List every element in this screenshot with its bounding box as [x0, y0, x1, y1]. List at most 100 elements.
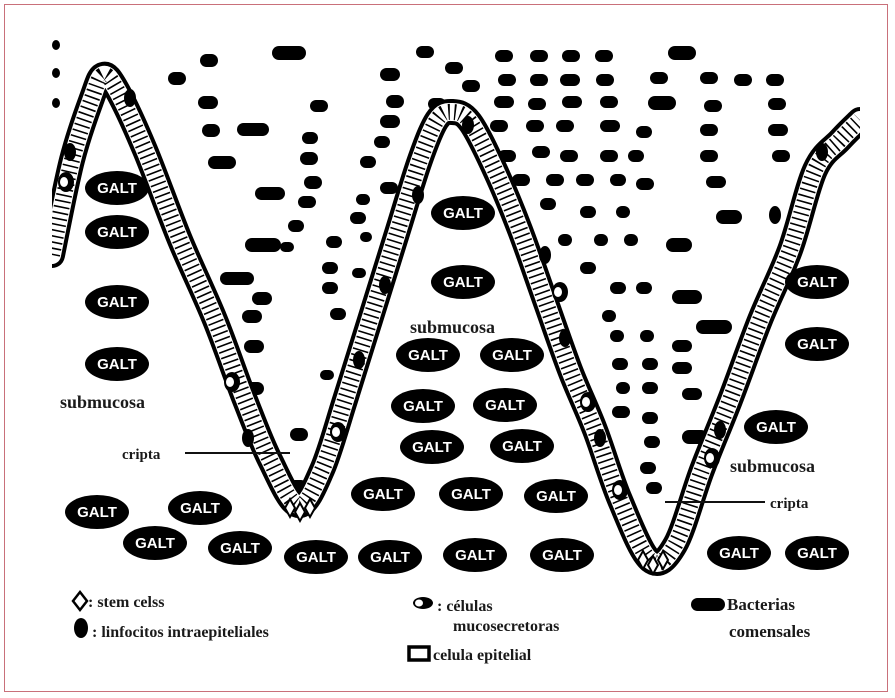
bacteria-73 [616, 206, 630, 218]
bacteria-109 [666, 238, 692, 252]
bacteria-55 [494, 96, 514, 108]
galt-node-16: GALT [65, 495, 129, 529]
bacteria-30 [320, 370, 334, 380]
bacteria-39 [350, 212, 366, 224]
bacteria-64 [532, 146, 550, 158]
epithelial-cell-legend-icon [407, 645, 431, 662]
legend-mucosecretoras-line1: : células [437, 598, 493, 615]
bacteria-90 [640, 462, 656, 474]
galt-label: GALT [485, 397, 525, 414]
bacteria-8 [237, 123, 269, 136]
legend-linfocitos: : linfocitos intraepiteliales [92, 624, 269, 641]
bacteria-42 [416, 46, 434, 58]
mucosecretory-cell-legend-icon [413, 597, 433, 609]
galt-label: GALT [451, 486, 491, 503]
galt-node-22: GALT [443, 538, 507, 572]
bacteria-29 [330, 308, 346, 320]
lymphocyte-legend-icon [74, 618, 88, 638]
legend-bacterias-line1: Bacterias [727, 595, 795, 614]
galt-node-3: GALT [85, 285, 149, 319]
galt-label: GALT [797, 545, 837, 562]
bacteria-104 [766, 74, 784, 86]
cripta-labels: cripta cripta [122, 447, 809, 512]
galt-node-26: GALT [744, 410, 808, 444]
bacteria-14 [242, 310, 262, 323]
bacteria-111 [696, 320, 732, 334]
bacteria-96 [628, 150, 644, 162]
mucosecretory-cell-2 [224, 372, 240, 392]
bacteria-4 [168, 72, 186, 85]
bacteria-95 [636, 126, 652, 138]
bacteria-34 [380, 115, 400, 128]
submucosa-label-left: submucosa [60, 392, 145, 412]
bacteria-43 [445, 62, 463, 74]
mucosecretory-cell-4 [552, 282, 568, 302]
galt-node-27: GALT [707, 536, 771, 570]
bacteria-25 [280, 242, 294, 252]
bacteria-76 [624, 234, 638, 246]
bacteria-52 [530, 74, 548, 86]
bacteria-93 [650, 72, 668, 84]
galt-label: GALT [97, 356, 137, 373]
bacteria-101 [700, 150, 718, 162]
intraepithelial-lymphocyte-1 [64, 143, 76, 161]
cripta-label-right: cripta [770, 496, 809, 512]
galt-node-4: GALT [85, 347, 149, 381]
galt-node-28: GALT [785, 536, 849, 570]
galt-label: GALT [797, 274, 837, 291]
bacteria-28 [322, 282, 338, 294]
intraepithelial-lymphocyte-6 [353, 351, 365, 369]
mucosecretory-cell-1 [58, 172, 74, 192]
bacteria-70 [610, 174, 626, 186]
galt-label: GALT [756, 419, 796, 436]
bacteria-22 [304, 176, 322, 189]
intraepithelial-lymphocyte-5 [379, 276, 391, 294]
galt-node-6: GALT [431, 265, 495, 299]
intraepithelial-lymphocyte-11 [816, 143, 828, 161]
bacteria-110 [672, 290, 702, 304]
bacteria-84 [642, 358, 658, 370]
galt-node-8: GALT [480, 338, 544, 372]
bacteria-50 [595, 50, 613, 62]
galt-node-2: GALT [85, 215, 149, 249]
bacteria-108 [716, 210, 742, 224]
bacteria-23 [298, 196, 316, 208]
bacteria-94 [648, 96, 676, 110]
bacteria-82 [640, 330, 654, 342]
galt-label: GALT [220, 540, 260, 557]
bacteria-21 [300, 152, 318, 165]
stem-cell-legend-icon [71, 589, 89, 613]
bacteria-57 [562, 96, 582, 108]
bacteria-53 [560, 74, 580, 86]
mucosecretory-cell-6 [612, 480, 628, 500]
bacteria-105 [768, 98, 786, 110]
bacteria-114 [682, 388, 702, 400]
galt-node-7: GALT [396, 338, 460, 372]
bacteria-74 [558, 234, 572, 246]
bacteria-19 [310, 100, 328, 112]
bacteria-24 [288, 220, 304, 232]
bacteria-7 [202, 124, 220, 137]
galt-node-17: GALT [168, 491, 232, 525]
intraepithelial-lymphocyte-13 [714, 421, 726, 439]
bacteria-97 [636, 178, 654, 190]
submucosa-label-right: submucosa [730, 456, 815, 476]
galt-node-9: GALT [391, 389, 455, 423]
galt-label: GALT [492, 347, 532, 364]
bacteria-60 [526, 120, 544, 132]
bacteria-20 [302, 132, 318, 144]
bacteria-79 [636, 282, 652, 294]
bacteria-80 [602, 310, 616, 322]
galt-node-15: GALT [524, 479, 588, 513]
bacteria-12 [220, 272, 254, 285]
intraepithelial-lymphocyte-9 [559, 329, 571, 347]
bacteria-86 [642, 382, 658, 394]
galt-label: GALT [502, 438, 542, 455]
legend: : stem celss : linfocitos intraepitelial… [71, 589, 811, 664]
bacteria-67 [512, 174, 530, 186]
bacteria-26 [326, 236, 342, 248]
bacteria-62 [600, 120, 620, 132]
intraepithelial-lymphocyte-10 [594, 429, 606, 447]
galt-node-18: GALT [123, 526, 187, 560]
mucosecretory-cell-7 [704, 448, 720, 468]
